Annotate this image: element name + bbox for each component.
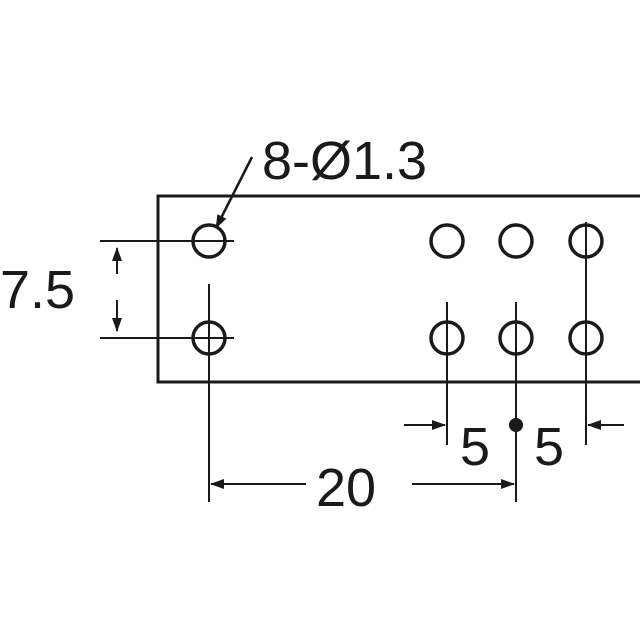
- component-outline: [156, 194, 640, 384]
- hole-top-right-1: [429, 223, 465, 259]
- dim-pin-spacing-left-label: 5: [460, 417, 490, 477]
- hole-group: [191, 223, 604, 356]
- dim-pin-spacing-right-label: 5: [534, 417, 564, 477]
- dim-total-width-label: 20: [316, 458, 376, 518]
- hole-callout-label: 8-Ø1.3: [262, 131, 427, 191]
- dim-pin-spacing-dot: [509, 418, 523, 432]
- hole-callout-leader: [214, 156, 254, 229]
- hole-top-right-2: [498, 223, 534, 259]
- center-lines: [100, 222, 587, 502]
- dim-row-spacing-label: 7.5: [0, 260, 75, 320]
